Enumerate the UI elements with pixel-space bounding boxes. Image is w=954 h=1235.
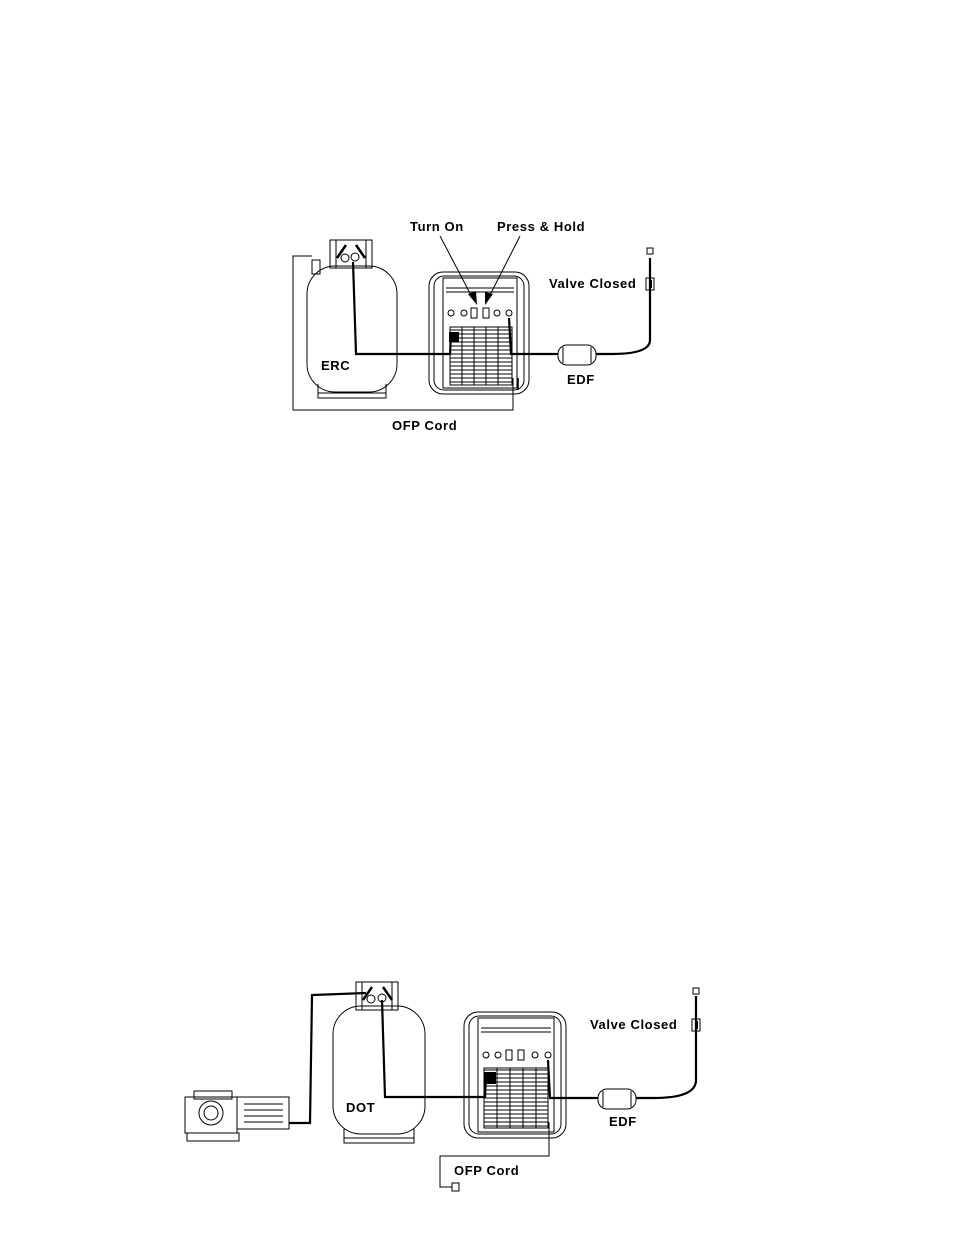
press-hold-button[interactable] <box>482 307 490 319</box>
ofp-cord-plug <box>451 1182 460 1192</box>
line-to-valve-bottom <box>636 996 698 1100</box>
valve-closed-label-top: Valve Closed <box>549 276 636 291</box>
recovery-machine-bottom <box>463 1011 567 1139</box>
dot-tank: DOT <box>332 981 426 1144</box>
outlet-hose-top <box>507 317 556 356</box>
closed-valve-top[interactable] <box>645 277 655 291</box>
turn-on-label: Turn On <box>410 219 464 234</box>
power-switch-bottom[interactable] <box>505 1049 513 1061</box>
ofp-cord-bottom <box>439 1122 550 1188</box>
recovery-machine-top <box>428 271 530 395</box>
closed-valve-bottom[interactable] <box>691 1018 701 1032</box>
button-bottom[interactable] <box>517 1049 525 1061</box>
valve-closed-label-bottom: Valve Closed <box>590 1017 677 1032</box>
system-to-tank-hose <box>289 991 367 1125</box>
inlet-hose-top <box>351 261 453 356</box>
turn-on-arrow-head <box>468 291 477 305</box>
line-end-cap-top <box>646 247 654 255</box>
erc-tank: ERC <box>306 239 398 399</box>
system-unit <box>184 1090 290 1142</box>
power-switch[interactable] <box>470 307 478 319</box>
dot-tank-label: DOT <box>346 1100 375 1115</box>
erc-tank-label: ERC <box>321 358 350 373</box>
edf-label-top: EDF <box>567 372 595 387</box>
press-hold-arrow-head <box>485 292 493 305</box>
ofp-cord-label-bottom: OFP Cord <box>454 1163 519 1178</box>
edf-filter-bottom: EDF <box>590 1088 637 1129</box>
press-hold-label: Press & Hold <box>497 219 585 234</box>
line-to-valve-top <box>596 258 652 356</box>
outlet-hose-bottom <box>546 1059 596 1100</box>
ofp-cord-top <box>292 255 514 411</box>
top-diagram: ERC <box>292 219 655 433</box>
bottom-diagram: DOT <box>184 981 701 1192</box>
ofp-cord-label-top: OFP Cord <box>392 418 457 433</box>
line-end-cap-bottom <box>692 987 700 995</box>
edf-filter-top: EDF <box>550 344 597 387</box>
edf-label-bottom: EDF <box>609 1114 637 1129</box>
inlet-hose-bottom <box>380 999 488 1099</box>
